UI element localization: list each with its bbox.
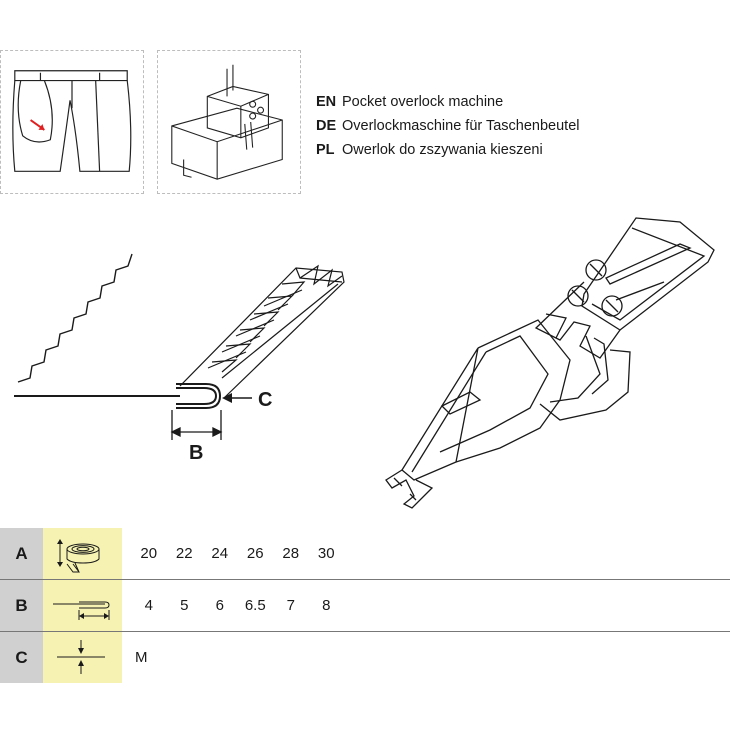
label-c: C [258,389,272,411]
table-cell: 28 [282,545,300,562]
dimension-b [170,410,223,440]
table-row: A 20 22 24 26 28 30 [0,528,730,579]
table-cell: 30 [317,545,335,562]
fold-width-icon [43,580,122,631]
row-values: 4 5 6 6.5 7 8 [131,580,344,631]
label-c-pointer [222,393,252,403]
lang-text: Pocket overlock machine [342,94,504,110]
label-b: B [189,442,203,464]
row-label: C [0,632,43,683]
folder-attachment-diagram: C B [14,217,715,509]
row-label: A [0,528,43,579]
table-cell: 24 [211,545,229,562]
pants-thumbnail [0,50,144,194]
row-values: 20 22 24 26 28 30 [131,528,344,579]
row-values: M [131,632,171,683]
table-cell: 8 [322,597,331,614]
table-row: B 4 5 6 6.5 7 8 [0,579,730,631]
table-cell: M [135,649,148,666]
table-cell: 22 [175,545,193,562]
lang-code: EN [316,94,337,110]
folder-attachment [385,217,715,509]
folded-tape-strip [179,264,345,400]
table-cell: 20 [140,545,158,562]
lang-row-de: DE Overlockmaschine für Taschenbeutel [316,114,726,138]
lang-text: Overlockmaschine für Taschenbeutel [342,118,580,134]
material-thickness-icon [43,632,122,683]
table-cell: 7 [286,597,295,614]
lang-code: PL [316,142,335,158]
table-cell: 26 [246,545,264,562]
lang-row-pl: PL Owerlok do zszywania kieszeni [316,138,726,162]
overlock-machine-icon [171,64,283,180]
table-cell: 4 [144,597,153,614]
trousers-pocket-icon [12,70,132,172]
language-descriptions: EN Pocket overlock machine DE Overlockma… [316,90,726,162]
lang-text: Owerlok do zszywania kieszeni [342,142,543,158]
fabric-zigzag-edge [17,253,133,383]
lang-code: DE [316,118,337,134]
table-cell: 5 [180,597,189,614]
machine-thumbnail [157,50,301,194]
table-cell: 6 [215,597,224,614]
table-row: C M [0,631,730,683]
lang-row-en: EN Pocket overlock machine [316,90,726,114]
table-cell: 6.5 [244,597,266,614]
u-fold-profile [176,383,222,409]
tape-roll-width-icon [43,528,122,579]
specs-table: A 20 22 24 26 28 30 B [0,528,730,683]
row-label: B [0,580,43,631]
